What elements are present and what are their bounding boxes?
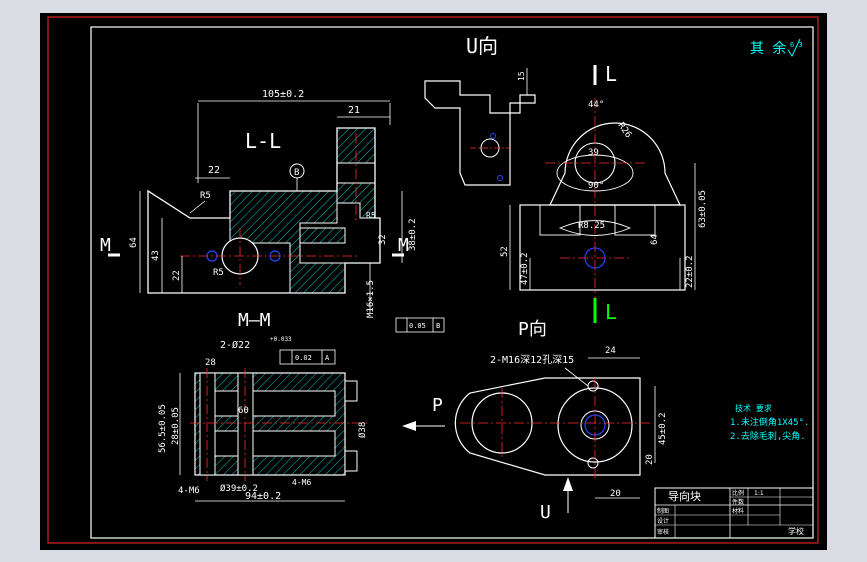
view-p-title: P向 [518,319,547,340]
dim-ll-r5c: R5 [366,211,376,220]
notes-line-2: 2.去除毛刺,尖角. [730,430,806,442]
drawn-label: 制图 [657,507,669,515]
dim-p-45: 45±0.2 [658,412,668,445]
dim-ll-21: 21 [348,105,360,116]
section-arrow-m-right: M [398,235,409,256]
view-l: L L 44° R26 39 90° R8.25 52 47±0.2 63±0.… [500,62,708,324]
technical-notes: 技术 要求 1.未注倒角1X45°. 2.去除毛刺,尖角. [730,403,809,442]
school-label: 学校 [788,526,804,536]
view-l-arrow-bottom: L [605,300,617,324]
tolerance-ll: 0.05 [409,322,426,330]
roughness-value: 6.3 [790,41,803,49]
qty-label: 件数 [732,498,744,506]
dim-mm-hole: 2-Ø22 [220,339,250,351]
view-arrow-p: P [402,395,445,431]
dim-mm-hole-tol: +0.033 [270,336,292,343]
datum-b: B [294,168,299,178]
dim-l-64: 64 [650,234,660,245]
view-u-title: U向 [466,34,498,58]
tolerance-mm: 0.02 [295,354,312,362]
dim-mm-56: 56.5±0.05 [158,404,168,453]
view-arrow-u-label: U [540,502,551,523]
dim-l-90: 90° [588,181,604,191]
section-ll-view: L-L 105±0.2 21 22 B 64 43 22 [100,89,445,333]
view-l-arrow-top: L [605,62,617,86]
dim-ll-22: 22 [208,165,220,176]
dim-l-22: 22±0.2 [685,255,695,288]
dim-l-47: 47±0.2 [520,252,530,285]
dim-ll-32: 32 [378,234,388,245]
dim-l-39: 39 [588,148,599,158]
dim-l-52: 52 [500,246,510,257]
roughness-symbol [787,38,801,58]
dim-ll-r5: R5 [200,191,211,201]
check-label: 审核 [657,528,669,536]
tolerance-mm-datum: A [325,354,330,362]
roughness-label: 其 余 [750,40,786,57]
section-ll-title: L-L [245,129,281,153]
drawing-frame [90,26,814,539]
dim-ll-105: 105±0.2 [262,89,304,100]
view-p: P向 2-M16深12孔深15 24 45±0.2 20 20 U [454,319,668,523]
dim-l-r825: R8.25 [578,221,605,231]
dim-p-holes: 2-M16深12孔深15 [490,354,574,366]
dim-p-20: 20 [645,454,655,465]
section-mm-title: M—M [238,310,271,331]
dim-mm-4m6-right: 4-M6 [292,478,311,487]
material-label: 材料 [732,507,744,515]
dim-l-44: 44° [588,100,604,110]
dim-mm-28v: 28±0.05 [171,407,181,445]
dim-l-r26: R26 [616,121,634,140]
tolerance-ll-datum: B [436,322,440,330]
dim-mm-28: 28 [205,358,216,368]
view-arrow-p-label: P [432,395,443,416]
dim-ll-22v: 22 [172,270,182,281]
notes-line-1: 1.未注倒角1X45°. [730,416,809,428]
dim-mm-39: Ø39±0.2 [220,483,258,494]
dim-ll-43: 43 [151,250,161,261]
dim-mm-4m6-left: 4-M6 [178,486,200,496]
notes-title: 技术 要求 [735,403,772,413]
dim-l-63: 63±0.05 [698,190,708,228]
dim-ll-64: 64 [129,237,139,248]
dim-p-20h: 20 [610,489,621,499]
dim-ll-r5b: R5 [213,268,224,278]
title-block: 导向块 比例 1:1 件数 材料 制图 设计 审核 学校 [654,487,814,539]
part-name: 导向块 [668,489,701,503]
sheet-border [47,16,819,544]
dim-mm-38: Ø38 [357,422,368,438]
roughness-note: 其 余 6.3 [750,38,803,58]
cad-drawing: 其 余 6.3 L-L 105±0.2 21 22 B [47,16,819,544]
dim-ll-38: 38±0.2 [408,218,418,251]
view-u: U向 15 [424,34,536,186]
design-label: 设计 [657,517,669,525]
section-mm-view: M—M 2-Ø22 +0.033 0.02 A 28 60 56.5±0.05 … [158,310,370,502]
scale-label: 比例 [732,489,744,497]
section-arrow-m-left: M [100,235,111,256]
dim-mm-60: 60 [238,406,249,416]
dim-u-15: 15 [517,71,526,81]
dim-mm-94: 94±0.2 [245,491,281,502]
scale-value: 1:1 [754,490,764,497]
dim-ll-m16: M16×1.5 [366,280,376,318]
drawing-sheet: 其 余 6.3 L-L 105±0.2 21 22 B [40,13,827,550]
dim-p-24: 24 [605,346,616,356]
